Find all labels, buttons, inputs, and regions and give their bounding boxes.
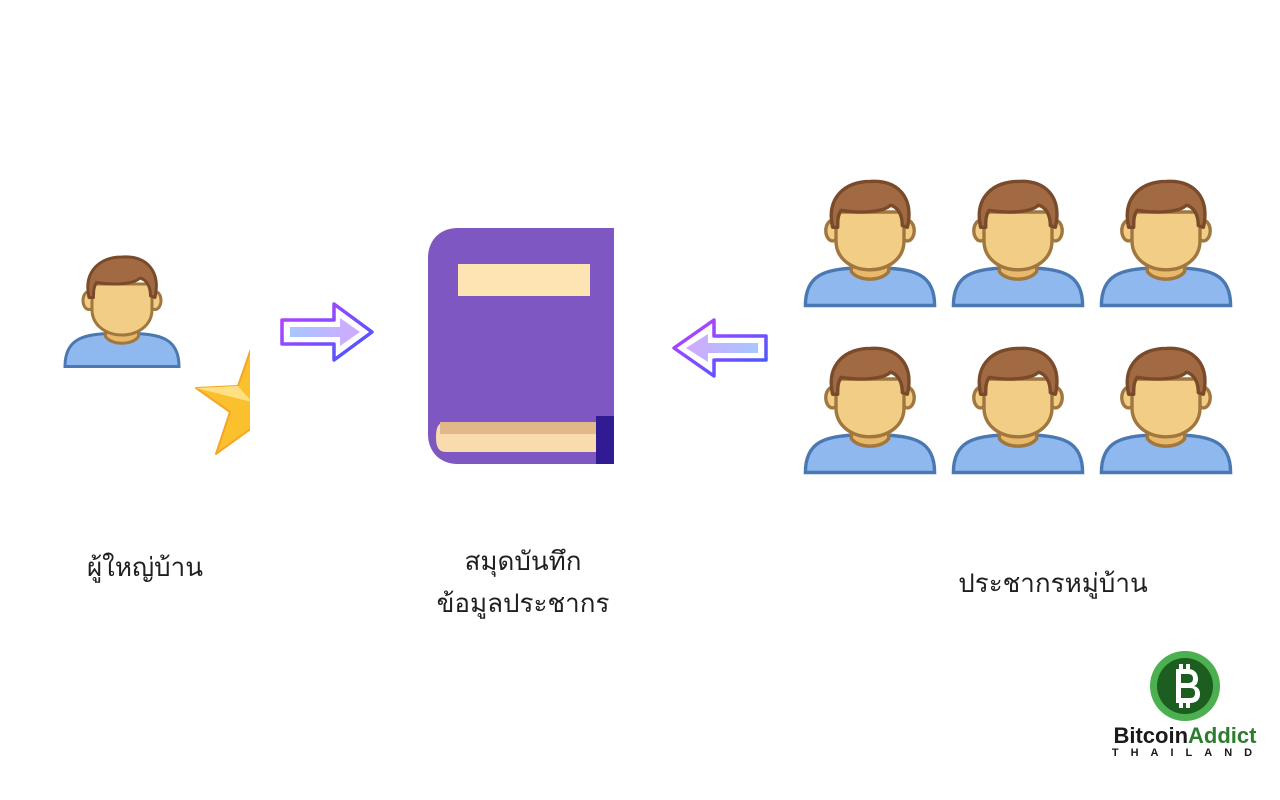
arrow-right (278, 298, 378, 372)
person-icon (63, 255, 309, 455)
headman-label: ผู้ใหญ่บ้าน (86, 553, 204, 583)
brand-logo: BitcoinAddict THAILAND (1100, 645, 1270, 765)
brand-subtitle: THAILAND (1111, 747, 1265, 759)
brand-word-1: Bitcoin (1113, 723, 1189, 748)
book-label-line1: สมุดบันทึก (464, 547, 582, 577)
person-icon (803, 179, 937, 308)
record-book (424, 224, 620, 474)
brand-wordmark: BitcoinAddict (1100, 723, 1270, 749)
headman-figure (62, 250, 309, 460)
book-icon (428, 228, 614, 464)
person-icon (951, 179, 1085, 308)
person-icon (1099, 179, 1233, 308)
arrow-left (668, 312, 772, 388)
book-label-line2: ข้อมูลประชากร (436, 589, 610, 619)
person-icon (951, 346, 1085, 475)
brand-word-2: Addict (1188, 723, 1257, 748)
arrow-right-icon (280, 302, 374, 362)
villagers-group (800, 176, 1236, 506)
star-icon (195, 345, 309, 455)
person-icon (1099, 346, 1233, 475)
bitcoin-logo-icon (1150, 651, 1220, 721)
arrow-left-icon (672, 318, 768, 378)
person-icon (803, 346, 937, 475)
villagers-label: ประชากรหมู่บ้าน (958, 569, 1148, 599)
